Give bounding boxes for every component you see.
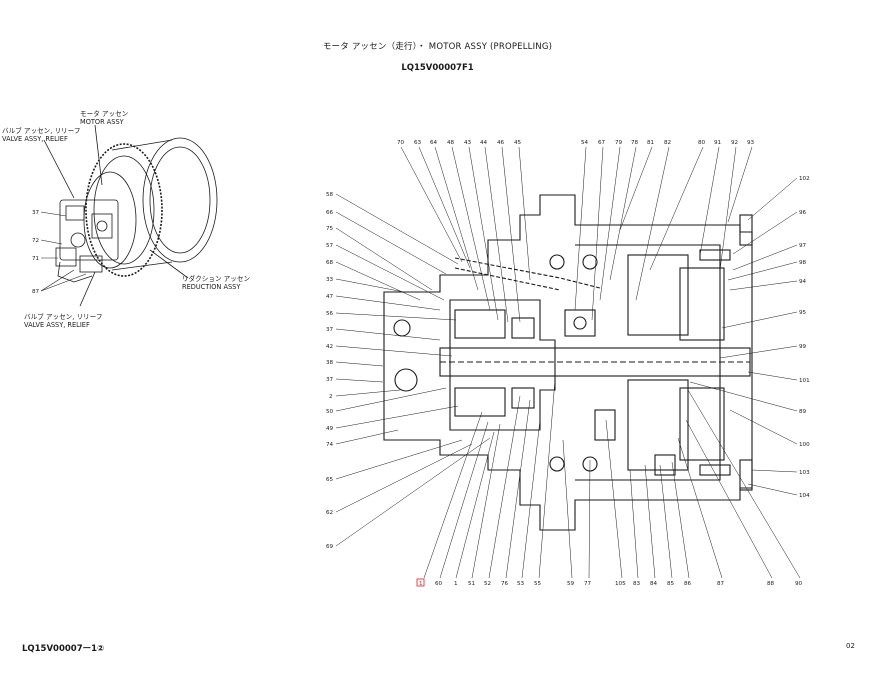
callout-highlighted: 1: [419, 581, 423, 587]
callout: 84: [650, 581, 658, 587]
callout: 50: [326, 409, 334, 415]
callout: 76: [501, 581, 509, 587]
callout: 75: [326, 226, 334, 232]
overview-ref-37: 37: [32, 210, 40, 216]
callout: 57: [326, 243, 334, 249]
callout: 33: [326, 277, 334, 283]
callouts-right: 102 96 97 98 94 95 99 101 89 100 103 104: [799, 176, 810, 499]
callout: 64: [430, 140, 438, 146]
callout: 37: [326, 377, 334, 383]
callout: 68: [326, 260, 334, 266]
callout: 74: [326, 442, 334, 448]
callout: 56: [326, 311, 334, 317]
callout: 86: [684, 581, 692, 587]
callout: 101: [799, 378, 810, 384]
callout: 54: [581, 140, 589, 146]
callout: 1: [454, 581, 458, 587]
callout: 37: [326, 327, 334, 333]
callout: 102: [799, 176, 810, 182]
callout: 51: [468, 581, 476, 587]
callout: 58: [326, 192, 334, 198]
callout: 98: [799, 260, 807, 266]
callout: 48: [447, 140, 455, 146]
footer-page-number: 02: [846, 642, 855, 650]
callout: 91: [714, 140, 722, 146]
callouts-left: 58 66 75 57 68 33 47 56 37 42 38 37 2 50…: [326, 192, 334, 550]
callout: 70: [397, 140, 405, 146]
callout: 88: [767, 581, 775, 587]
callout: 104: [799, 493, 810, 499]
callouts-bottom: 1 60 1 51 52 76 53 55 59 77 105 83 84 85…: [416, 578, 803, 587]
callout: 52: [484, 581, 491, 587]
callout: 87: [717, 581, 725, 587]
callout: 90: [795, 581, 803, 587]
footer-drawing-number: LQ15V00007ー1②: [22, 644, 105, 654]
callout: 100: [799, 442, 810, 448]
part-number: LQ15V00007F1: [401, 63, 474, 73]
callouts-top: 70 63 64 48 43 44 46 45 54 67 79 78 81 8…: [397, 140, 755, 146]
callout: 67: [598, 140, 606, 146]
callout: 93: [747, 140, 755, 146]
callout: 79: [615, 140, 623, 146]
callout: 77: [584, 581, 592, 587]
callout: 89: [799, 409, 807, 415]
callout: 53: [517, 581, 525, 587]
overview-ref-71: 71: [32, 256, 40, 262]
callout: 105: [615, 581, 626, 587]
callout: 49: [326, 426, 334, 432]
page-title: モータ アッセン（走行）・ MOTOR ASSY (PROPELLING): [322, 42, 553, 52]
callout: 82: [664, 140, 671, 146]
callout: 103: [799, 470, 810, 476]
callout: 80: [698, 140, 706, 146]
callout: 99: [799, 344, 807, 350]
callout: 59: [567, 581, 575, 587]
overview-motor-sketch: [43, 124, 218, 307]
callout: 81: [647, 140, 655, 146]
callout: 69: [326, 544, 334, 550]
callout: 2: [329, 394, 333, 400]
highlight-box: [416, 578, 425, 587]
callout: 83: [633, 581, 641, 587]
leader-lines: [335, 146, 801, 579]
callout: 66: [326, 210, 334, 216]
callout: 96: [799, 210, 807, 216]
callout: 43: [464, 140, 472, 146]
callout: 95: [799, 310, 807, 316]
callout: 47: [326, 294, 334, 300]
callout: 92: [731, 140, 738, 146]
callout: 46: [497, 140, 505, 146]
callout: 94: [799, 279, 807, 285]
overview-ref-72: 72: [32, 238, 39, 244]
callout: 62: [326, 510, 333, 516]
motor-assy-label: モータ アッセン MOTOR ASSY: [80, 110, 129, 126]
callout: 45: [514, 140, 522, 146]
callout: 55: [534, 581, 542, 587]
callout: 63: [414, 140, 422, 146]
overview-callout-lines: [40, 211, 87, 292]
reduction-assy-label: リダクション アッセン REDUCTION ASSY: [182, 275, 251, 291]
callout: 97: [799, 243, 807, 249]
relief-valve-bottom-label: バルブ アッセン, リリーフ VALVE ASSY, RELIEF: [24, 313, 103, 329]
relief-valve-top-label: バルブ アッセン, リリーフ VALVE ASSY, RELIEF: [2, 127, 81, 143]
cross-section-outline: [383, 194, 753, 531]
overview-ref-87: 87: [32, 289, 40, 295]
callout: 38: [326, 360, 334, 366]
callout: 44: [480, 140, 488, 146]
callout: 85: [667, 581, 675, 587]
overview-callout-numbers: 37 72 71 87: [32, 210, 40, 295]
callout: 42: [326, 344, 333, 350]
callout: 60: [435, 581, 443, 587]
callout: 65: [326, 477, 334, 483]
callout: 78: [631, 140, 639, 146]
